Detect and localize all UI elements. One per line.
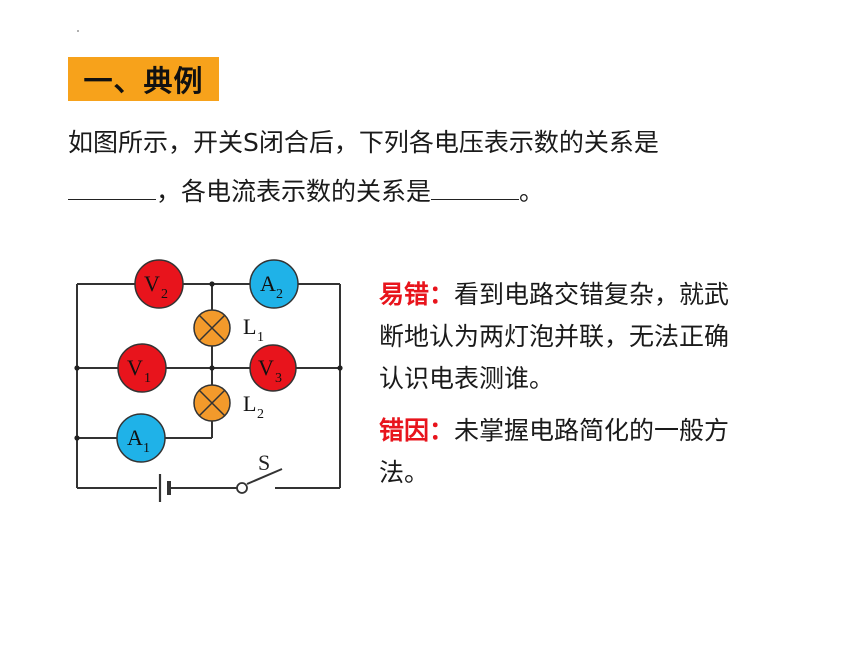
question-line-2-mid: ，各电流表示数的关系是 — [156, 177, 432, 206]
answer-blank-current[interactable] — [431, 173, 520, 200]
voltmeter-v3-letter: V — [258, 355, 274, 380]
junction-dots — [74, 281, 343, 441]
lamp-l1: L 1 — [193, 309, 264, 347]
cause-text-2: 法。 — [379, 458, 430, 487]
question-line-1: 如图所示，开关S闭合后，下列各电压表示数的关系是 — [68, 128, 659, 157]
lamp-l2: L 2 — [193, 384, 264, 422]
mistake-text-3: 认识电表测谁。 — [379, 364, 555, 393]
question-line-2-end: 。 — [519, 177, 545, 206]
battery-symbol — [158, 474, 171, 502]
lamp-l1-letter: L — [243, 314, 256, 339]
switch-contact — [236, 482, 248, 494]
ammeter-a2-sub: 2 — [276, 287, 283, 302]
ammeter-a2: A 2 — [249, 259, 299, 309]
circuit-diagram: S V 2 A 2 V 1 V 3 A 1 L 1 — [74, 259, 343, 502]
mistake-text-1: 看到电路交错复杂，就武 — [454, 280, 730, 309]
voltmeter-v2-sub: 2 — [161, 287, 168, 302]
lamp-l2-sub: 2 — [257, 407, 264, 422]
mistake-note-line-1: 易错：看到电路交错复杂，就武 — [379, 274, 789, 316]
ammeter-a1: A 1 — [116, 413, 166, 463]
section-title: 一、典例 — [83, 64, 204, 98]
lamp-l1-sub: 1 — [257, 330, 264, 345]
voltmeter-v1-sub: 1 — [144, 371, 151, 386]
voltmeter-v3: V 3 — [249, 344, 297, 392]
ammeter-a2-letter: A — [260, 271, 276, 296]
mistake-label: 易错： — [379, 280, 455, 309]
voltmeter-v1: V 1 — [117, 343, 167, 393]
mistake-text-2: 断地认为两灯泡并联，无法正确 — [379, 322, 730, 351]
lamp-l2-letter: L — [243, 391, 256, 416]
answer-blank-voltage[interactable] — [68, 173, 156, 200]
circuit-wires — [76, 283, 341, 489]
cause-note-line-1: 错因：未掌握电路简化的一般方 — [379, 410, 789, 452]
section-title-badge: 一、典例 — [68, 57, 219, 101]
voltmeter-v3-sub: 3 — [275, 371, 282, 386]
voltmeter-v1-letter: V — [127, 355, 143, 380]
cause-label: 错因： — [379, 416, 455, 445]
cause-note: 错因：未掌握电路简化的一般方 法。 — [379, 410, 789, 494]
cause-text-1: 未掌握电路简化的一般方 — [454, 416, 730, 445]
question-line-2: ，各电流表示数的关系是 。 — [68, 173, 544, 209]
decorative-dot — [77, 30, 79, 32]
voltmeter-v2-letter: V — [144, 271, 160, 296]
mistake-note: 易错：看到电路交错复杂，就武 断地认为两灯泡并联，无法正确 认识电表测谁。 — [379, 274, 789, 400]
voltmeter-v2: V 2 — [134, 259, 184, 309]
ammeter-a1-letter: A — [127, 425, 143, 450]
ammeter-a1-sub: 1 — [143, 441, 150, 456]
switch-label: S — [258, 450, 270, 475]
